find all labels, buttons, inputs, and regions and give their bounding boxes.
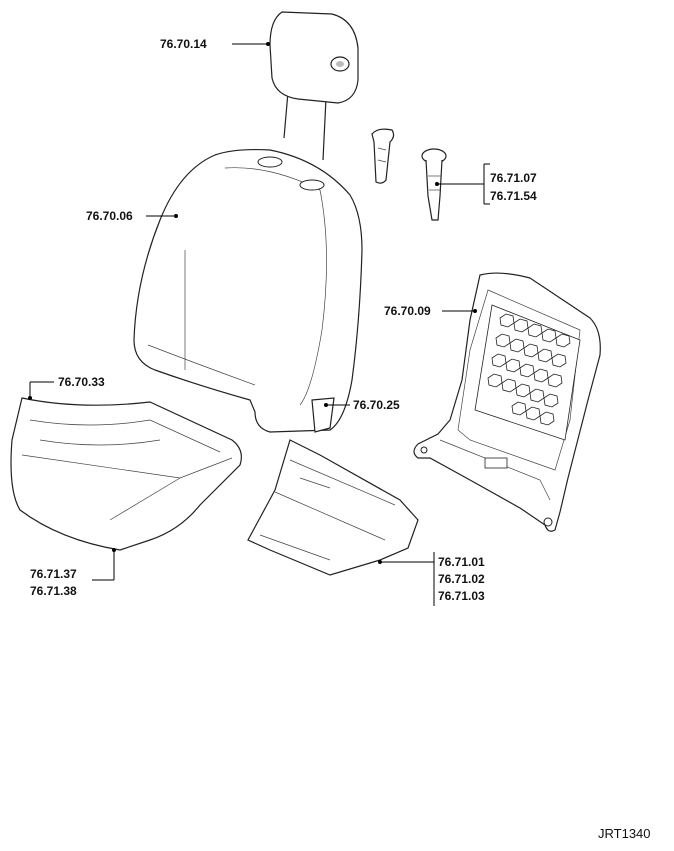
callout-cushion-1: 76.71.37 (30, 567, 77, 581)
callout-cushion-pad-3: 76.71.03 (438, 589, 485, 603)
headrest-guide-right (421, 148, 447, 221)
callout-headrest-guide-1: 76.71.07 (490, 171, 537, 185)
drawing-reference: JRT1340 (598, 826, 651, 841)
callout-cushion-pad-2: 76.71.02 (438, 572, 485, 586)
callout-headrest: 76.70.14 (160, 37, 207, 51)
headrest-guide-left (371, 128, 395, 184)
callout-seat-back-frame: 76.70.09 (384, 304, 431, 318)
callout-seat-cushion-cover: 76.70.33 (58, 375, 105, 389)
callout-cushion-pad-1: 76.71.01 (438, 555, 485, 569)
callout-seat-back-panel: 76.70.25 (353, 398, 400, 412)
seat-cushion-cover (10, 397, 242, 551)
callout-headrest-guide-2: 76.71.54 (490, 189, 537, 203)
seat-back-frame (413, 272, 601, 532)
leader-lines (28, 42, 490, 606)
headrest (269, 11, 359, 161)
seat-back-cover (133, 148, 363, 433)
callout-cushion-2: 76.71.38 (30, 584, 77, 598)
callout-seat-back-cover: 76.70.06 (86, 209, 133, 223)
seat-cushion-pad (247, 439, 419, 576)
